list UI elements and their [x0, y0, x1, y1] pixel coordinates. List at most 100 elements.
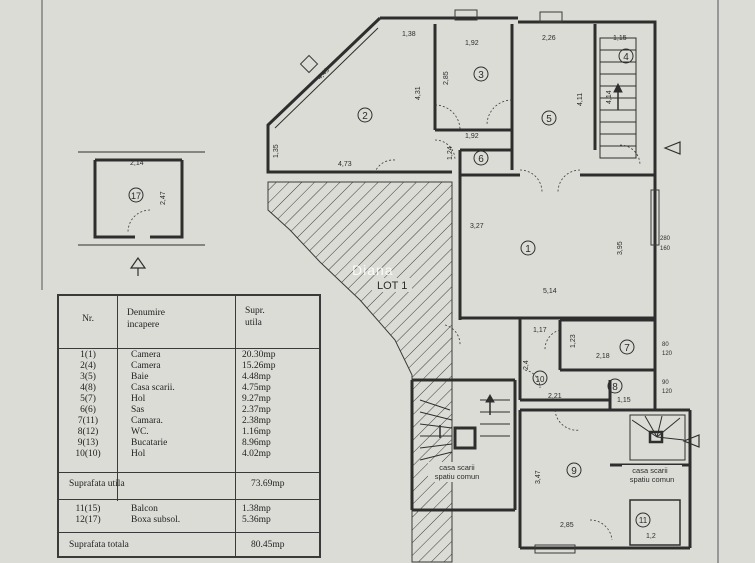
cell-nr: 10(10): [75, 449, 101, 459]
cell-nr: 11(15): [75, 504, 101, 514]
dimension-label: 1,92: [465, 133, 479, 140]
cell-area: 1.16mp: [242, 427, 271, 437]
dimension-label: 4,11: [577, 93, 584, 106]
table-row: 10(10) Hol 4.02mp: [59, 449, 319, 460]
room-6-number: 6: [478, 154, 484, 165]
dimension-label: 120: [662, 389, 673, 395]
cell-nr: 9(13): [77, 438, 99, 448]
stair-labels: casa scarii spatiu comun casa scarii spa…: [428, 462, 682, 485]
entrance-arrow-right: [663, 141, 681, 155]
table-row: 11(15) Balcon 1.38mp: [59, 504, 319, 515]
dimension-label: 1,92: [465, 40, 479, 47]
dimension-label: 1,38: [402, 31, 416, 38]
dimension-label: 2,85: [560, 522, 574, 529]
dimension-label: 2,85: [443, 71, 450, 85]
dimension-label: 1,24: [447, 146, 454, 160]
room-numbers: 1 2 3 4 5 6 7 8 9 10 11 17: [131, 52, 648, 525]
cell-name: Casa scarii.: [131, 383, 175, 393]
wall: [150, 160, 184, 239]
cell-name: WC.: [131, 427, 149, 437]
dimension-label: 120: [662, 351, 673, 357]
table-rule: [59, 472, 319, 473]
table-header: Nr. Denumire incapere Supr. utila: [59, 296, 319, 349]
header-name-1: Denumire: [127, 308, 165, 318]
cell-name: Boxa subsol.: [131, 515, 181, 525]
header-area-2: utila: [245, 318, 262, 328]
dimension-label: 5,14: [543, 288, 557, 295]
dimension-label: 1,23: [570, 334, 577, 348]
cell-nr: 7(11): [77, 416, 99, 426]
cell-name: Sas: [131, 405, 145, 415]
cell-area: 20.30mp: [242, 350, 276, 360]
table-row: 7(11) Camara. 2.38mp: [59, 416, 319, 427]
dimension-label: 280: [660, 236, 671, 242]
cell-name: Hol: [131, 449, 146, 459]
dimension-label: 3,47: [535, 470, 542, 484]
room-2-number: 2: [362, 111, 368, 122]
wall: [266, 16, 452, 174]
room-markers: [128, 48, 651, 528]
cell-area: 2.38mp: [242, 416, 271, 426]
useful-area-row: Suprafata utila 73.69mp: [59, 479, 319, 490]
stair-label-right-1: casa scarii: [632, 466, 668, 475]
dimension-label: 2,18: [596, 353, 610, 360]
wall: [274, 27, 379, 129]
stair-label-left-1: casa scarii: [439, 463, 475, 472]
cell-name: Camara.: [131, 416, 163, 426]
room-11-number: 11: [639, 516, 648, 525]
total-area-label: Suprafata totala: [69, 540, 129, 550]
entrance-arrows: [129, 141, 700, 448]
cell-nr: 12(17): [75, 515, 101, 525]
cell-name: Balcon: [131, 504, 158, 514]
room-8-number: 8: [612, 382, 618, 393]
total-area-row: Suprafata totala 80.45mp: [59, 540, 319, 551]
stair-label-right-2: spatiu comun: [630, 475, 675, 484]
table-row: 12(17)Boxa subsol.5.36mp: [59, 515, 319, 526]
dimension-label: 80: [662, 342, 669, 348]
header-name-2: incapere: [127, 320, 160, 330]
lot-label: LOT 1: [377, 280, 407, 292]
room-3-number: 3: [478, 70, 484, 81]
cell-area: 1.38mp: [242, 504, 271, 514]
window-markers: [299, 9, 660, 554]
total-area-value: 80.45mp: [251, 540, 285, 550]
dimension-label: 4,14: [606, 90, 613, 104]
dimension-label: 2,26: [542, 35, 556, 42]
cell-name: Camera: [131, 361, 161, 371]
cell-area: 2.37mp: [242, 405, 271, 415]
area-table: Nr. Denumire incapere Supr. utila 1(1) Ca…: [57, 294, 321, 558]
dimension-label: 1,2: [646, 533, 656, 540]
dimension-label: 160: [660, 246, 671, 252]
cell-area: 4.02mp: [242, 449, 271, 459]
cell-area: 4.75mp: [242, 383, 271, 393]
cell-name: Bucatarie: [131, 438, 168, 448]
table-row: 6(6) Sas 2.37mp: [59, 405, 319, 416]
room-17-number: 17: [131, 191, 141, 201]
stair-common-right: [629, 414, 686, 461]
dimension-label: 1,15: [613, 35, 627, 42]
room-7-number: 7: [624, 343, 630, 354]
cell-nr: 5(7): [80, 394, 96, 404]
table-rule: [59, 532, 319, 533]
dimension-label: 4,31: [415, 86, 422, 100]
dimension-label: 4,73: [338, 161, 352, 168]
dimension-label: 2,47: [160, 191, 167, 205]
cell-area: 9.27mp: [242, 394, 271, 404]
room-10-number: 10: [536, 375, 545, 384]
balcony-outline: [629, 499, 681, 546]
watermark: Diana: [352, 262, 394, 278]
stair-common-left: [419, 393, 510, 461]
lot-hatched-area: [267, 181, 453, 563]
cell-nr: 6(6): [80, 405, 96, 415]
dimension-label: 2,21: [548, 393, 562, 400]
cell-nr: 1(1): [80, 350, 96, 360]
door-swings: [127, 99, 641, 541]
cell-name: Camera: [131, 350, 161, 360]
table-row: 4(8)Casa scarii.4.75mp: [59, 383, 319, 394]
cell-nr: 2(4): [80, 361, 96, 371]
dimension-label: 3,27: [470, 223, 484, 230]
cell-name: Hol: [131, 394, 146, 404]
